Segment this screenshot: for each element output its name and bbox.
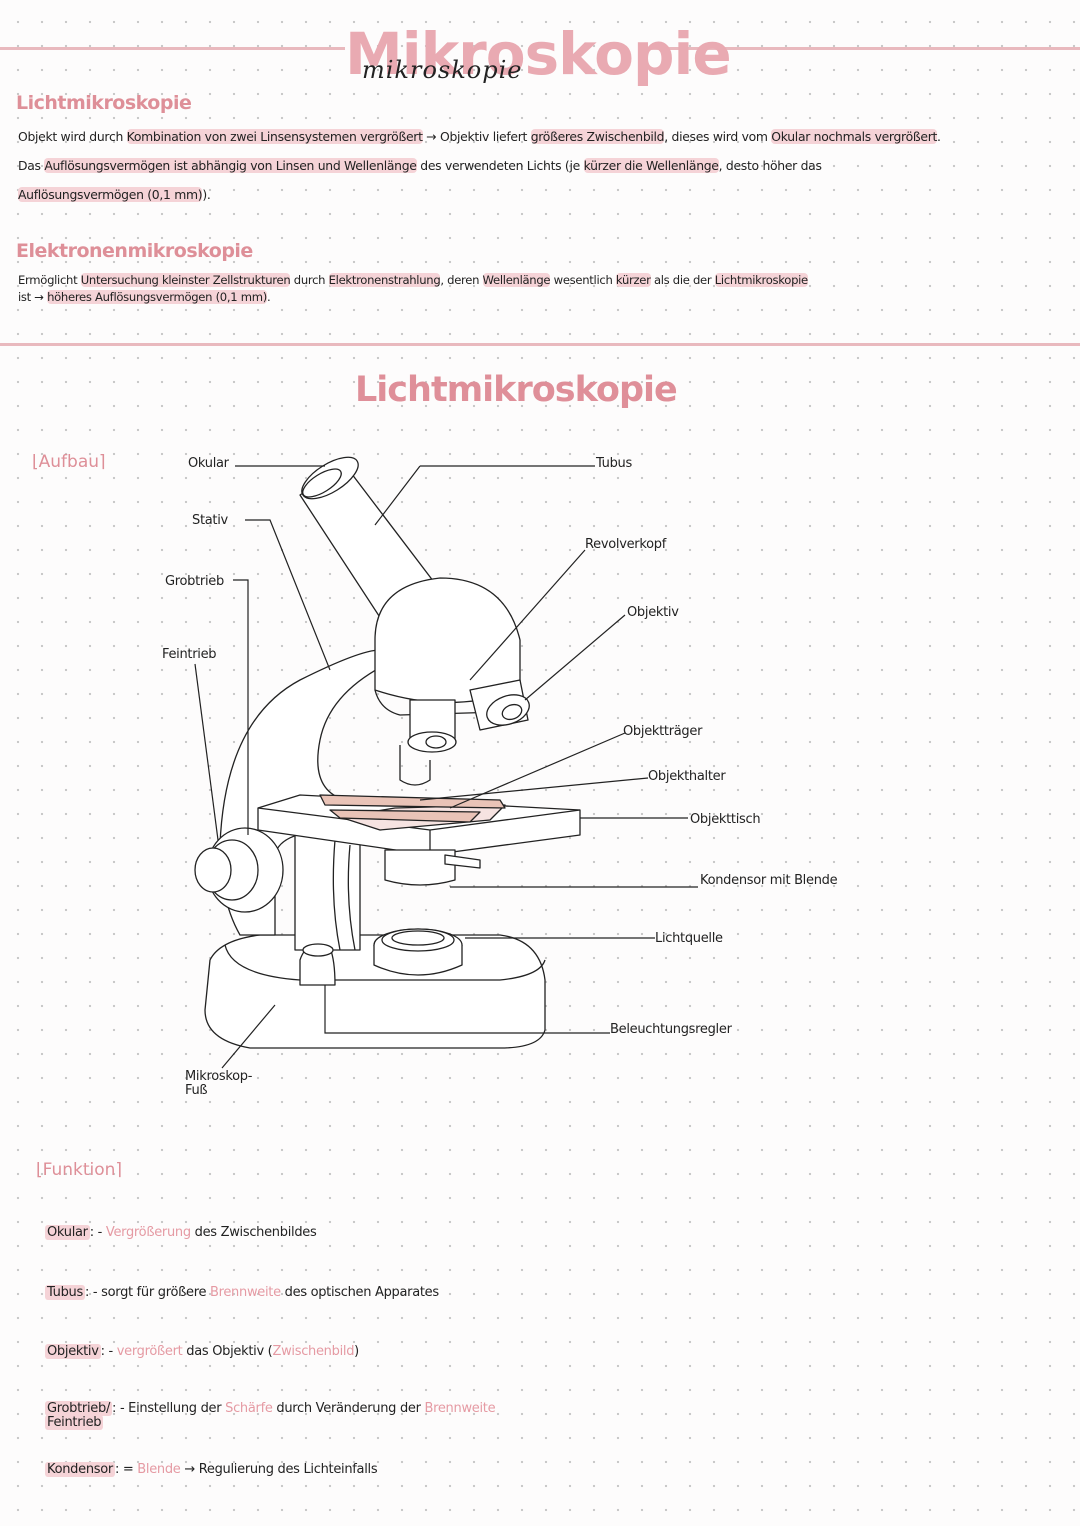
heading-funktion: ⌊Funktion⌉	[36, 1160, 123, 1180]
electron-line-2: ist → höheres Auflösungsvermögen (0,1 mm…	[18, 289, 1068, 306]
label-beleuchtungsregler: Beleuchtungsregler	[610, 1022, 732, 1037]
text: des optischen Apparates	[280, 1285, 440, 1300]
label-revolverkopf: Revolverkopf	[585, 537, 666, 552]
keyword: vergrößert	[116, 1344, 183, 1359]
term: Tubus	[45, 1285, 85, 1300]
text: ist →	[18, 290, 48, 304]
heading-aufbau: ⌊Aufbau⌉	[32, 452, 106, 472]
term: Grobtrieb/	[45, 1401, 113, 1416]
highlight: kürzer	[615, 273, 651, 287]
heading-aufbau-text: Aufbau	[38, 452, 100, 472]
keyword: Blende	[137, 1462, 181, 1477]
light-paragraph: Objekt wird durch Kombination von zwei L…	[18, 122, 1068, 209]
light-line-2: Das Auflösungsvermögen ist abhängig von …	[18, 151, 1068, 180]
text: das Objektiv (	[182, 1344, 273, 1359]
highlight: Kombination von zwei Linsensystemen verg…	[126, 129, 423, 144]
text: : =	[114, 1462, 138, 1477]
label-tubus: Tubus	[596, 456, 632, 471]
section-divider	[0, 343, 1080, 346]
keyword: Zwischenbild	[272, 1344, 355, 1359]
text: : -	[100, 1344, 117, 1359]
label-objekttraeger: Objektträger	[623, 724, 703, 739]
keyword: Vergrößerung	[105, 1225, 191, 1240]
label-grobtrieb: Grobtrieb	[165, 574, 224, 589]
fine-knob	[194, 847, 232, 893]
function-row-okular: Okular: - Vergrößerung des Zwischenbilde…	[45, 1225, 317, 1240]
highlight: höheres Auflösungsvermögen (0,1 mm)	[47, 290, 267, 304]
text: Das	[18, 158, 45, 173]
text: Objekt wird durch	[18, 129, 127, 144]
label-lichtquelle: Lichtquelle	[655, 931, 723, 946]
highlight: kürzer die Wellenlänge	[583, 158, 719, 173]
term: Kondensor	[45, 1462, 115, 1477]
text: ).	[202, 187, 211, 202]
text: wesentlich	[550, 273, 616, 287]
text: )	[354, 1344, 359, 1359]
keyword: Schärfe	[225, 1401, 273, 1416]
term: Objektiv	[45, 1344, 101, 1359]
label-kondensor: Kondensor mit Blende	[700, 873, 838, 888]
highlight: Lichtmikroskopie	[714, 273, 808, 287]
text: Ermöglicht	[18, 273, 81, 287]
function-row-kondensor: Kondensor: = Blende → Regulierung des Li…	[45, 1462, 378, 1477]
function-row-tubus: Tubus: - sorgt für größere Brennweite de…	[45, 1285, 439, 1300]
text: : -	[89, 1225, 106, 1240]
label-okular: Okular	[188, 456, 229, 471]
light-line-1: Objekt wird durch Kombination von zwei L…	[18, 122, 1068, 151]
term: Feintrieb	[45, 1415, 104, 1430]
keyword: Brennweite	[424, 1401, 496, 1416]
term: Okular	[45, 1225, 90, 1240]
text: : - Einstellung der	[112, 1401, 226, 1416]
highlight: Untersuchung kleinster Zellstrukturen	[80, 273, 291, 287]
function-row-trieb: Grobtrieb/ Feintrieb : - Einstellung der…	[45, 1401, 496, 1430]
light-line-3: Auflösungsvermögen (0,1 mm)).	[18, 180, 1068, 209]
label-stativ: Stativ	[192, 513, 228, 528]
text: des verwendeten Lichts (je	[416, 158, 584, 173]
heading-lichtmikroskopie: Lichtmikroskopie	[16, 92, 192, 114]
label-objekthalter: Objekthalter	[648, 769, 726, 784]
text: .	[266, 290, 271, 304]
text: → Regulierung des Lichteinfalls	[180, 1462, 378, 1477]
label-feintrieb: Feintrieb	[162, 647, 217, 662]
electron-paragraph: Ermöglicht Untersuchung kleinster Zellst…	[18, 272, 1068, 306]
page-title-script: mikroskopie	[362, 56, 523, 84]
highlight: größeres Zwischenbild	[530, 129, 665, 144]
label-fuss-line1: Mikroskop-	[185, 1069, 253, 1084]
page-title: Mikroskopie	[345, 20, 732, 88]
highlight: Okular nochmals vergrößert	[771, 129, 938, 144]
section-title: Lichtmikroskopie	[355, 370, 678, 410]
text: .	[937, 129, 941, 144]
highlight: Elektronenstrahlung	[328, 273, 441, 287]
highlight: Wellenlänge	[482, 273, 551, 287]
highlight: Auflösungsvermögen ist abhängig von Lins…	[44, 158, 417, 173]
top-rule-left	[0, 47, 345, 50]
label-objektiv: Objektiv	[627, 605, 679, 620]
text: → Objektiv liefert	[422, 129, 531, 144]
text: , deren	[440, 273, 483, 287]
text: , desto höher das	[718, 158, 822, 173]
term-stack: Grobtrieb/ Feintrieb	[45, 1401, 113, 1430]
text: als die der	[650, 273, 715, 287]
label-fuss-line2: Fuß	[185, 1083, 208, 1098]
heading-elektronenmikroskopie: Elektronenmikroskopie	[16, 240, 253, 262]
text: , dieses wird vom	[664, 129, 772, 144]
condenser	[384, 849, 456, 886]
label-fuss: Mikroskop- Fuß	[185, 1070, 252, 1098]
text: durch Veränderung der	[272, 1401, 425, 1416]
highlight: Auflösungsvermögen (0,1 mm)	[18, 187, 203, 202]
heading-funktion-text: Funktion	[42, 1160, 116, 1180]
text: durch	[290, 273, 329, 287]
text: des Zwischenbildes	[190, 1225, 317, 1240]
function-row-objektiv: Objektiv: - vergrößert das Objektiv (Zwi…	[45, 1344, 359, 1359]
text: : - sorgt für größere	[84, 1285, 210, 1300]
top-rule-right	[650, 47, 1080, 50]
electron-line-1: Ermöglicht Untersuchung kleinster Zellst…	[18, 272, 1068, 289]
label-objekttisch: Objekttisch	[690, 812, 761, 827]
keyword: Brennweite	[209, 1285, 281, 1300]
